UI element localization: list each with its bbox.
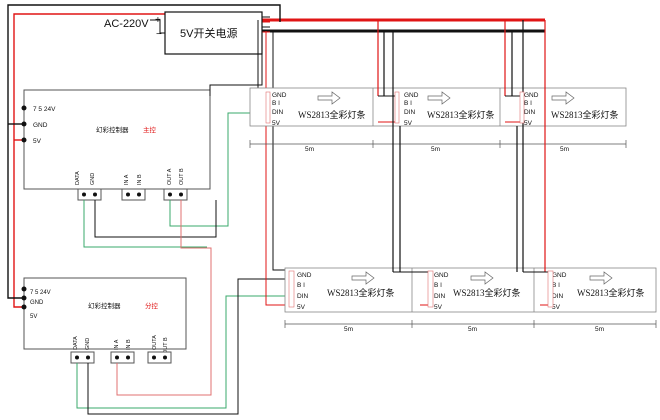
r1s1-pin-gnd: GND (272, 92, 287, 99)
r2s1-pin-din: DIN (297, 293, 309, 300)
r1s3-arrow-icon (551, 91, 575, 105)
strip-row-1: GND B I DIN 5V WS2813全彩灯条 GND B I DIN 5V… (249, 20, 627, 153)
main-title: 幻彩控制器 (96, 125, 129, 134)
r1s3-pin-din: DIN (524, 109, 536, 116)
sub-port-outb: OUT B (163, 337, 169, 354)
main-port-outb: OUT B (179, 168, 185, 185)
r2s1-pin-gnd: GND (297, 272, 312, 279)
r2s2-pin-bi: B I (434, 282, 442, 289)
r2s2-pin-5v: 5V (434, 304, 443, 311)
main-pin-24v: 7 5 24V (33, 106, 56, 113)
r1s2-pin-gnd: GND (404, 92, 419, 99)
r1-dim-3: 5m (560, 146, 569, 153)
sub-terminal-blocks (70, 351, 172, 364)
controller-sub: 7 5 24V GND 5V 幻彩控制器 分控 DATA GND IN A IN… (21, 277, 187, 364)
r2s2-pin-gnd: GND (434, 272, 449, 279)
r2s1-pin-5v: 5V (297, 304, 306, 311)
main-terminal-blocks (77, 188, 188, 201)
r1-dim-1: 5m (305, 146, 314, 153)
r1-dim-2: 5m (431, 146, 440, 153)
power-supply: AC-220V + − 5V开关电源 (104, 11, 270, 55)
sub-pin-24v: 7 5 24V (30, 290, 51, 296)
main-port-outa: OUT A (167, 168, 173, 185)
r2s3-pin-gnd: GND (552, 272, 567, 279)
sub-title: 幻彩控制器 (88, 301, 121, 310)
signal-wiring (76, 20, 293, 415)
r2s1-arrow-icon (351, 271, 375, 285)
main-role: 主控 (143, 125, 157, 134)
r1s2-arrow-icon (427, 91, 451, 105)
sub-pin-gnd: GND (30, 300, 44, 306)
main-port-ina: IN A (124, 174, 130, 185)
r1s3-label: WS2813全彩灯条 (551, 109, 619, 120)
r2s2-label: WS2813全彩灯条 (453, 287, 521, 298)
r2s3-pin-bi: B I (552, 282, 560, 289)
r2-dim-2: 5m (468, 326, 477, 333)
r2-dim-3: 5m (595, 326, 604, 333)
r1s3-pin-bi: B I (524, 100, 532, 107)
r2s2-pin-din: DIN (434, 293, 446, 300)
r2s1-pin-bi: B I (297, 282, 305, 289)
r2s3-label: WS2813全彩灯条 (577, 287, 645, 298)
r2s3-pin-5v: 5V (552, 304, 561, 311)
sub-port-data: DATA (73, 336, 79, 350)
sub-pin-5v: 5V (30, 314, 37, 320)
main-pin-gnd: GND (33, 122, 48, 129)
sub-port-outa: OUTA (152, 335, 158, 350)
r1s1-pin-5v: 5V (272, 120, 281, 127)
r1s2-pin-bi: B I (404, 100, 412, 107)
r2-dim-1: 5m (344, 326, 353, 333)
main-port-gnd: GND (90, 173, 96, 185)
main-port-data: DATA (75, 171, 81, 185)
r1s2-pin-5v: 5V (404, 120, 413, 127)
row1-connectors (265, 91, 525, 124)
r1s2-pin-din: DIN (404, 109, 416, 116)
main-pin-5v: 5V (33, 138, 42, 145)
r2s2-arrow-icon (470, 271, 494, 285)
r1s1-label: WS2813全彩灯条 (298, 109, 366, 120)
r1s3-pin-5v: 5V (524, 120, 533, 127)
sub-port-gnd: GND (85, 338, 91, 350)
ac-label: AC-220V (104, 18, 149, 30)
psu-terminals (262, 16, 270, 33)
r1s2-label: WS2813全彩灯条 (427, 109, 495, 120)
strip-row-2: GND B I DIN 5V WS2813全彩灯条 GND B I DIN 5V… (284, 20, 657, 333)
minus-sign: − (156, 29, 162, 40)
r1s3-pin-gnd: GND (524, 92, 539, 99)
r1s1-pin-bi: B I (272, 100, 280, 107)
r2s3-arrow-icon (589, 271, 613, 285)
r1s1-arrow-icon (317, 91, 341, 105)
r2s1-label: WS2813全彩灯条 (327, 287, 395, 298)
r2s3-pin-din: DIN (552, 293, 564, 300)
r1s1-pin-din: DIN (272, 109, 284, 116)
sub-port-inb: IN B (126, 339, 132, 350)
sub-port-ina: IN A (114, 339, 120, 350)
main-port-inb: IN B (137, 174, 143, 185)
sub-role: 分控 (145, 301, 159, 310)
controller-main: 7 5 24V GND 5V 幻彩控制器 主控 DATA GND IN A IN… (21, 89, 211, 201)
power-bus (7, 4, 545, 308)
plus-sign: + (155, 15, 161, 26)
psu-label: 5V开关电源 (180, 26, 237, 40)
